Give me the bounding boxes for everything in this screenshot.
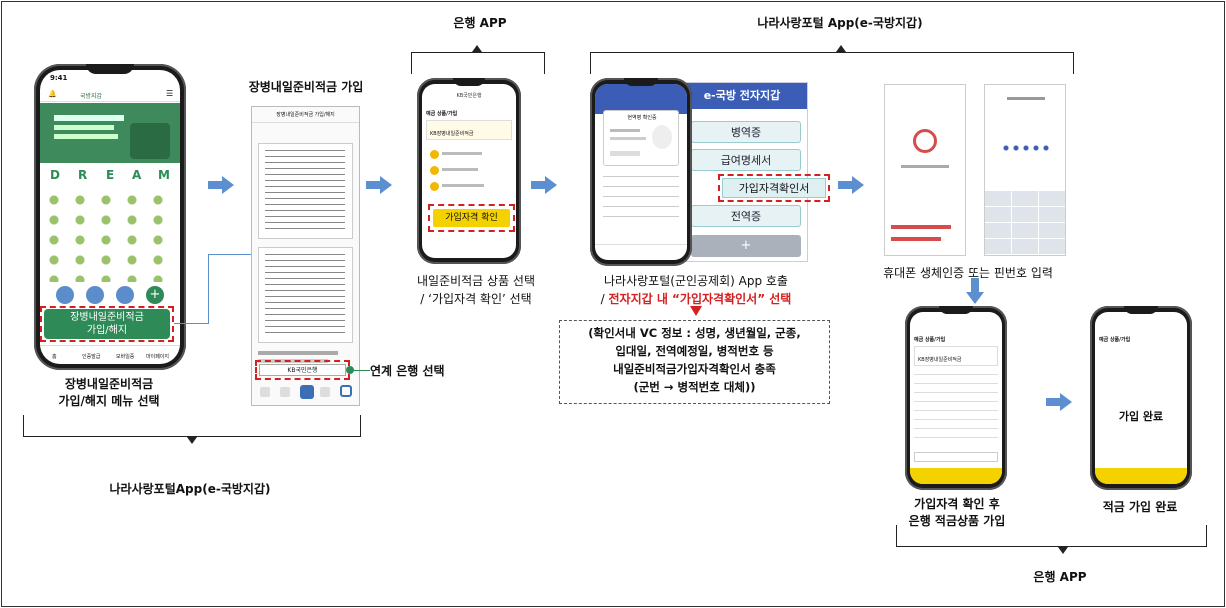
- menu-grid: [46, 192, 174, 282]
- wallet-panel: e-국방 전자지갑 병역증 급여명세서 전역증 +: [676, 82, 808, 262]
- wallet-card-military-id[interactable]: 병역증: [691, 121, 801, 143]
- avatar: [652, 125, 672, 149]
- share-icons: [256, 385, 356, 401]
- step1-highlight: [40, 306, 174, 342]
- portal-bracket-top: [590, 52, 1074, 53]
- bank-link-label: 연계 은행 선택: [370, 364, 445, 378]
- step7-confirm-button[interactable]: [1095, 468, 1187, 484]
- portal-bottom-label: 나라사랑포털App(e-국방지갑): [109, 482, 271, 496]
- terms-box-1: [258, 143, 353, 239]
- step4-phone: 현역병 확인증: [590, 78, 692, 266]
- wallet-add-button[interactable]: +: [691, 235, 801, 257]
- bell-icon[interactable]: 🔔: [48, 90, 57, 98]
- arrow-5: [966, 278, 984, 304]
- enroll-menu-button[interactable]: 장병내일준비적금 가입/해지: [44, 309, 170, 339]
- arrow-6: [1046, 393, 1072, 411]
- step5-caption: 휴대폰 생체인증 또는 핀번호 입력: [883, 266, 1053, 280]
- pin-keypad[interactable]: [985, 191, 1065, 255]
- nav-mobile-id[interactable]: 모바일증: [116, 354, 135, 360]
- portal-bracket-bottom: [23, 436, 361, 437]
- wallet-card-eligibility-cert[interactable]: 가입자격확인서: [722, 178, 826, 198]
- nav-home[interactable]: 홈: [52, 354, 57, 360]
- step6-phone: 예금 상품/가입 KB장병내일준비적금: [905, 306, 1007, 490]
- step4-caption: 나라사랑포털(군인공제회) App 호출 / 전자지갑 내 “가입자격확인서” …: [600, 274, 792, 306]
- bank-select-button[interactable]: KB국민은행: [259, 364, 346, 376]
- step3-phone: KB국민은행 예금 상품/가입 KB장병내일준비적금: [417, 78, 521, 264]
- bank-bracket-bottom: [896, 546, 1207, 547]
- step4-highlight: [718, 174, 830, 202]
- terms-box-2: [258, 247, 353, 343]
- eligibility-check-button[interactable]: 가입자격 확인: [433, 209, 510, 227]
- arrow-3: [531, 176, 557, 194]
- step2-screen: 장병내일준비적금 가입/해지: [251, 106, 360, 406]
- bank-bracket-top: [411, 52, 545, 53]
- bottom-nav: 홈 인증발급 모바일증 마이페이지: [40, 345, 180, 364]
- vc-info-box: (확인서내 VC 정보 : 성명, 생년월일, 군종, 입대일, 전역예정일, …: [559, 320, 830, 404]
- dream-row: D R E A M: [50, 168, 170, 182]
- portal-top-label: 나라사랑포털 App(e-국방지갑): [757, 16, 923, 30]
- step3-highlight: [428, 204, 515, 232]
- arrow-1: [208, 176, 234, 194]
- app-title: 국방지갑: [80, 93, 103, 100]
- fingerprint-icon[interactable]: [913, 129, 937, 153]
- step3-caption: 내일준비적금 상품 선택 / ‘가입자격 확인’ 선택: [416, 274, 536, 306]
- biometric-screen: [884, 84, 966, 256]
- wallet-card-payslip[interactable]: 급여명세서: [691, 149, 801, 171]
- arrow-2: [366, 176, 392, 194]
- done-text: 가입 완료: [1118, 410, 1164, 423]
- step6-caption: 가입자격 확인 후 은행 적금상품 가입: [908, 497, 1006, 528]
- promo-banner[interactable]: [40, 103, 180, 163]
- step6-submit-button[interactable]: [910, 468, 1002, 484]
- nav-mypage[interactable]: 마이페이지: [146, 354, 170, 360]
- bank-app-bottom-label: 은행 APP: [1033, 570, 1087, 584]
- bank-app-top-label: 은행 APP: [453, 16, 507, 30]
- step7-phone: 예금 상품/가입 가입 완료: [1090, 306, 1192, 490]
- wallet-card-discharge[interactable]: 전역증: [691, 205, 801, 227]
- arrow-4: [838, 176, 864, 194]
- pin-screen: [984, 84, 1066, 256]
- menu-icon[interactable]: ☰: [166, 89, 174, 98]
- step7-caption: 적금 가입 완료: [1102, 500, 1178, 514]
- plus-icon[interactable]: +: [146, 286, 164, 304]
- nav-cert[interactable]: 인증발급: [82, 354, 101, 360]
- step1-caption: 장병내일준비적금 가입/해지 메뉴 선택: [58, 377, 160, 408]
- step2-title: 장병내일준비적금 가입: [248, 80, 364, 94]
- quick-icons: +: [46, 286, 174, 308]
